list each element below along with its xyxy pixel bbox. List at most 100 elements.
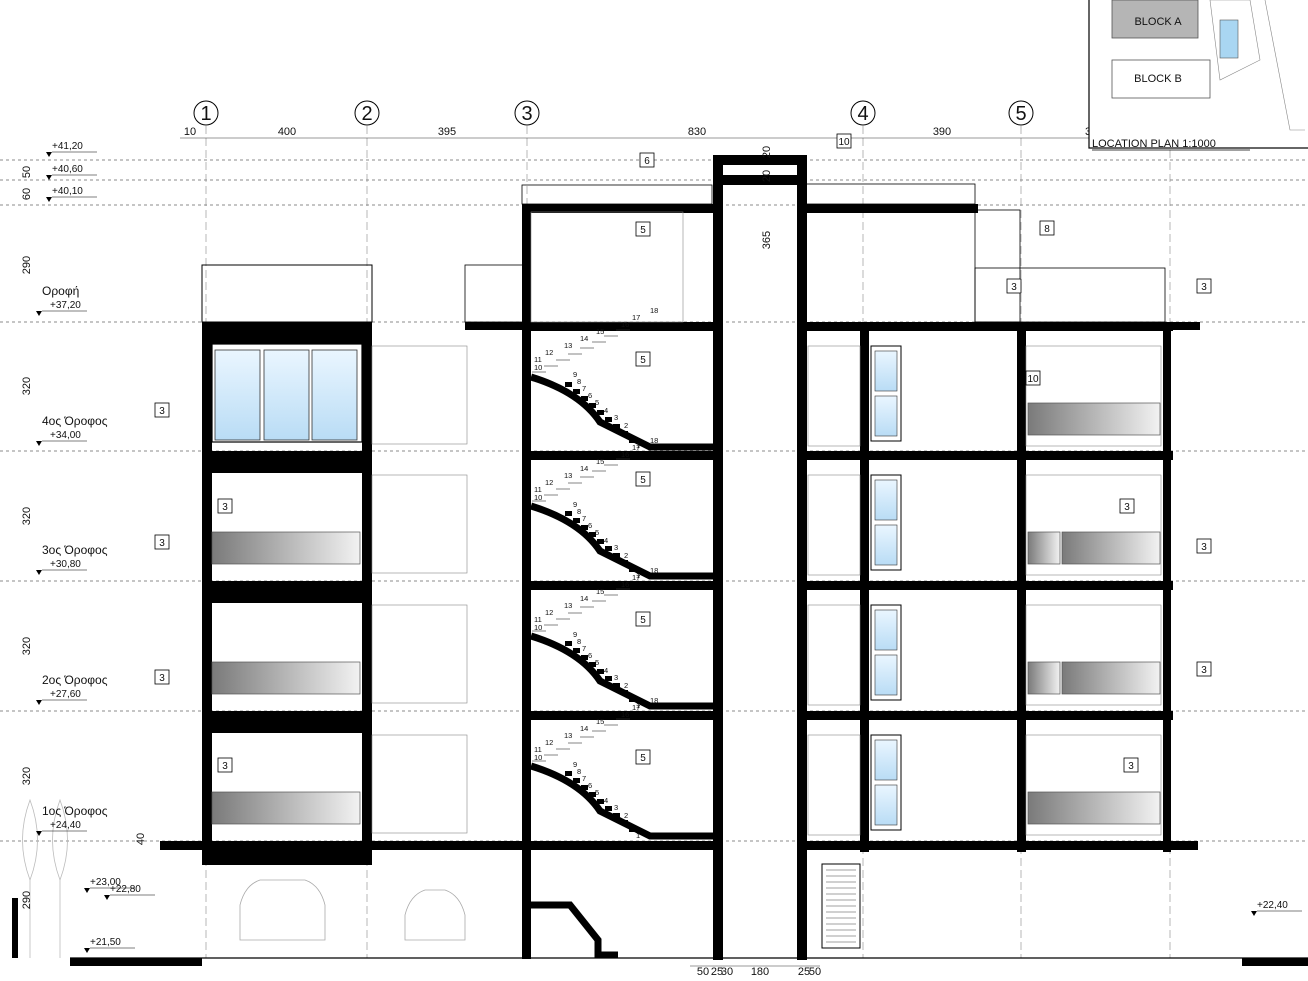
shaft-wall	[797, 155, 807, 960]
stair-step-number: 2	[624, 811, 628, 820]
room-outline	[371, 345, 468, 445]
stair-step-number: 13	[564, 471, 572, 480]
tag-box	[836, 133, 852, 149]
stair-tread	[613, 683, 620, 688]
roof-enclosure	[974, 209, 1021, 323]
grid-bubble	[1008, 100, 1034, 126]
stair-tread	[589, 792, 596, 797]
stair-step-number: 9	[573, 370, 577, 379]
grid-bubble	[850, 100, 876, 126]
room-outline	[371, 474, 468, 574]
stair-step-number: 6	[588, 521, 592, 530]
narrow-window-pane	[874, 479, 898, 521]
stair-step-number: 13	[564, 601, 572, 610]
level-value: +21,50	[90, 937, 121, 948]
stair-step-number: 12	[545, 738, 553, 747]
stair-tread	[629, 827, 636, 832]
stair-step-number: 12	[545, 608, 553, 617]
level-value: +37,20	[50, 300, 81, 311]
tag-box	[1196, 661, 1212, 677]
stair-step-number: 10	[534, 363, 542, 372]
stair-tread	[597, 539, 604, 544]
floor-slab-left	[202, 322, 372, 344]
shaft-wall	[713, 155, 723, 960]
vertical-dimension: 320	[21, 767, 33, 785]
stair-tread	[613, 813, 620, 818]
vertical-dimension: 320	[21, 507, 33, 525]
stair-step-number: 15	[596, 717, 604, 726]
stair-tread	[565, 382, 572, 387]
floor-slab-stair	[522, 451, 722, 460]
column-knot	[362, 451, 372, 473]
floor-slab-right	[798, 451, 1173, 460]
stair-tread	[605, 676, 612, 681]
site-boundary	[1209, 0, 1261, 81]
level-name: 1ος Όροφος	[42, 804, 108, 818]
level-value: +40,10	[52, 186, 83, 197]
railing-end	[1027, 661, 1061, 695]
stair-tread	[597, 799, 604, 804]
stair-step-number: 7	[582, 384, 586, 393]
car-outline	[404, 889, 466, 941]
balcony-railing	[211, 531, 361, 565]
building-structure	[12, 155, 1308, 966]
level-value: +22,80	[110, 884, 141, 895]
tag-box	[635, 749, 651, 765]
stair-wall	[522, 204, 531, 959]
level-value: +34,00	[50, 430, 81, 441]
room-outline	[1025, 474, 1162, 576]
grid-label: 3	[521, 103, 532, 125]
column-knot	[202, 581, 212, 603]
tag-box	[1196, 278, 1212, 294]
column	[1017, 322, 1026, 852]
stair-step-number: 1	[636, 571, 640, 580]
stair-step-number: 9	[573, 630, 577, 639]
tag-label: 5	[640, 615, 646, 626]
stair-tread	[605, 806, 612, 811]
narrow-window-pane	[874, 784, 898, 826]
balcony-railing	[211, 791, 361, 825]
tag-label: 8	[1044, 224, 1050, 235]
stair-step-number: 4	[604, 666, 608, 675]
stair-step-number: 1	[636, 701, 640, 710]
stair-step-number: 13	[564, 341, 572, 350]
tag-label: 3	[1201, 542, 1207, 553]
grid-bubble	[514, 100, 540, 126]
floor-slab-left	[202, 711, 372, 733]
floor-slab-left	[202, 451, 372, 473]
floor-slab-right	[798, 581, 1173, 590]
window-pane	[263, 349, 310, 441]
level-name: 4ος Όροφος	[42, 414, 108, 428]
level-marker	[46, 197, 52, 202]
stair-step-number: 2	[624, 681, 628, 690]
tag-box	[1039, 220, 1055, 236]
stair-step-number: 1	[636, 441, 640, 450]
tag-label: 10	[1027, 374, 1039, 385]
column-knot	[362, 711, 372, 733]
shaft-dimension: 20	[761, 170, 773, 182]
level-marker	[36, 831, 42, 836]
stair-tread	[629, 438, 636, 443]
road-edge	[1264, 0, 1305, 131]
stair-step-number: 10	[534, 493, 542, 502]
room-outline	[807, 734, 861, 836]
balcony-railing	[1027, 402, 1161, 436]
balcony-railing	[1061, 531, 1161, 565]
block-a-label: BLOCK A	[1134, 16, 1182, 28]
stair-tread	[565, 641, 572, 646]
stair-tread	[597, 410, 604, 415]
stair-step-number: 17	[632, 703, 640, 712]
level-marker	[84, 888, 90, 893]
stair-step-number: 7	[582, 514, 586, 523]
tag-label: 10	[838, 137, 850, 148]
top-dimension: 10	[184, 126, 196, 138]
block-b-footprint	[1111, 59, 1211, 99]
level-marker	[36, 700, 42, 705]
stair-tread	[573, 389, 580, 394]
stair-roof-parapet	[521, 184, 713, 205]
roof-enclosure-upper	[974, 267, 1166, 323]
level-marker	[1251, 911, 1257, 916]
room-outline	[807, 474, 861, 576]
